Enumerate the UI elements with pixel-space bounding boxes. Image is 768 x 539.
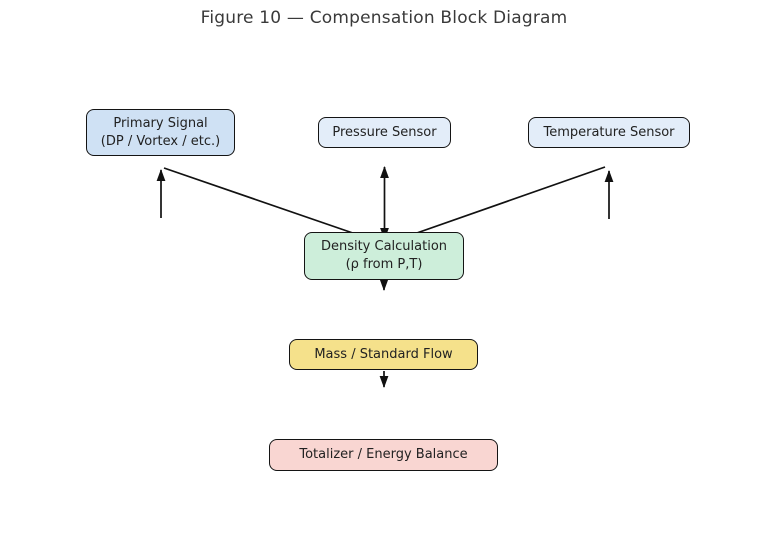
node-mass-standard-flow: Mass / Standard Flow	[289, 339, 478, 370]
arrow-temperature-to-density	[393, 166, 606, 242]
node-primary-signal-line2: (DP / Vortex / etc.)	[100, 133, 221, 149]
node-density-calculation-line1: Density Calculation	[320, 239, 448, 254]
node-primary-signal: Primary Signal (DP / Vortex / etc.)	[86, 109, 235, 156]
node-totalizer-energy-balance: Totalizer / Energy Balance	[269, 439, 498, 471]
node-temperature-sensor-label: Temperature Sensor	[543, 124, 675, 140]
node-density-calculation-line2: (ρ from P,T)	[345, 257, 423, 272]
node-temperature-sensor: Temperature Sensor	[528, 117, 690, 148]
node-density-calculation: Density Calculation (ρ from P,T)	[304, 232, 464, 280]
node-totalizer-energy-balance-label: Totalizer / Energy Balance	[299, 447, 468, 462]
arrow-primary-to-density	[163, 167, 377, 242]
figure-title: Figure 10 — Compensation Block Diagram	[200, 8, 568, 28]
node-mass-standard-flow-label: Mass / Standard Flow	[314, 346, 453, 362]
node-pressure-sensor: Pressure Sensor	[318, 117, 451, 148]
node-pressure-sensor-label: Pressure Sensor	[332, 124, 437, 140]
node-primary-signal-line1: Primary Signal	[113, 115, 208, 131]
